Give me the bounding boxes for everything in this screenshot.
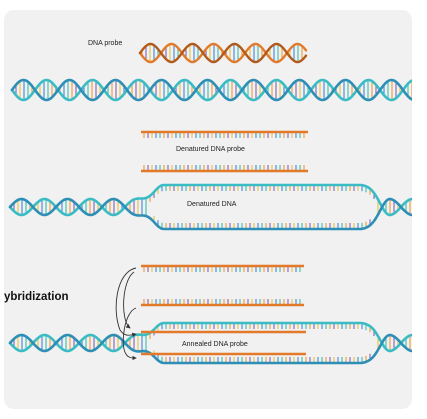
dna-helix-strand-b <box>10 78 412 102</box>
denatured-dna-strand-bottom <box>8 197 412 231</box>
hybridization-arrow-1 <box>115 267 137 338</box>
label-hybridization: ybridization <box>4 291 69 303</box>
annealed-dna-strand-top <box>8 321 412 353</box>
dna-hybridization-diagram: DNA probe Denatured DNA probe Denatured … <box>4 40 412 365</box>
label-denatured-dna: Denatured DNA <box>187 201 237 208</box>
dna-helix-strand-a <box>10 78 412 102</box>
label-denatured-dna-probe: Denatured DNA probe <box>176 146 245 153</box>
hybridization-arrow-2 <box>122 307 137 361</box>
hybridization-arrows <box>115 267 137 361</box>
annealed-dna-strand-bottom <box>8 333 412 365</box>
hybridization-arrow-3 <box>123 271 135 329</box>
label-annealed-dna-probe: Annealed DNA probe <box>182 341 248 348</box>
probe-helix-strand-a <box>138 42 308 64</box>
probe-helix-strand-b <box>138 42 308 64</box>
denatured-dna-strand-top <box>8 183 412 217</box>
diagram-card: DNA probe Denatured DNA probe Denatured … <box>4 10 412 409</box>
label-dna-probe: DNA probe <box>88 40 122 47</box>
